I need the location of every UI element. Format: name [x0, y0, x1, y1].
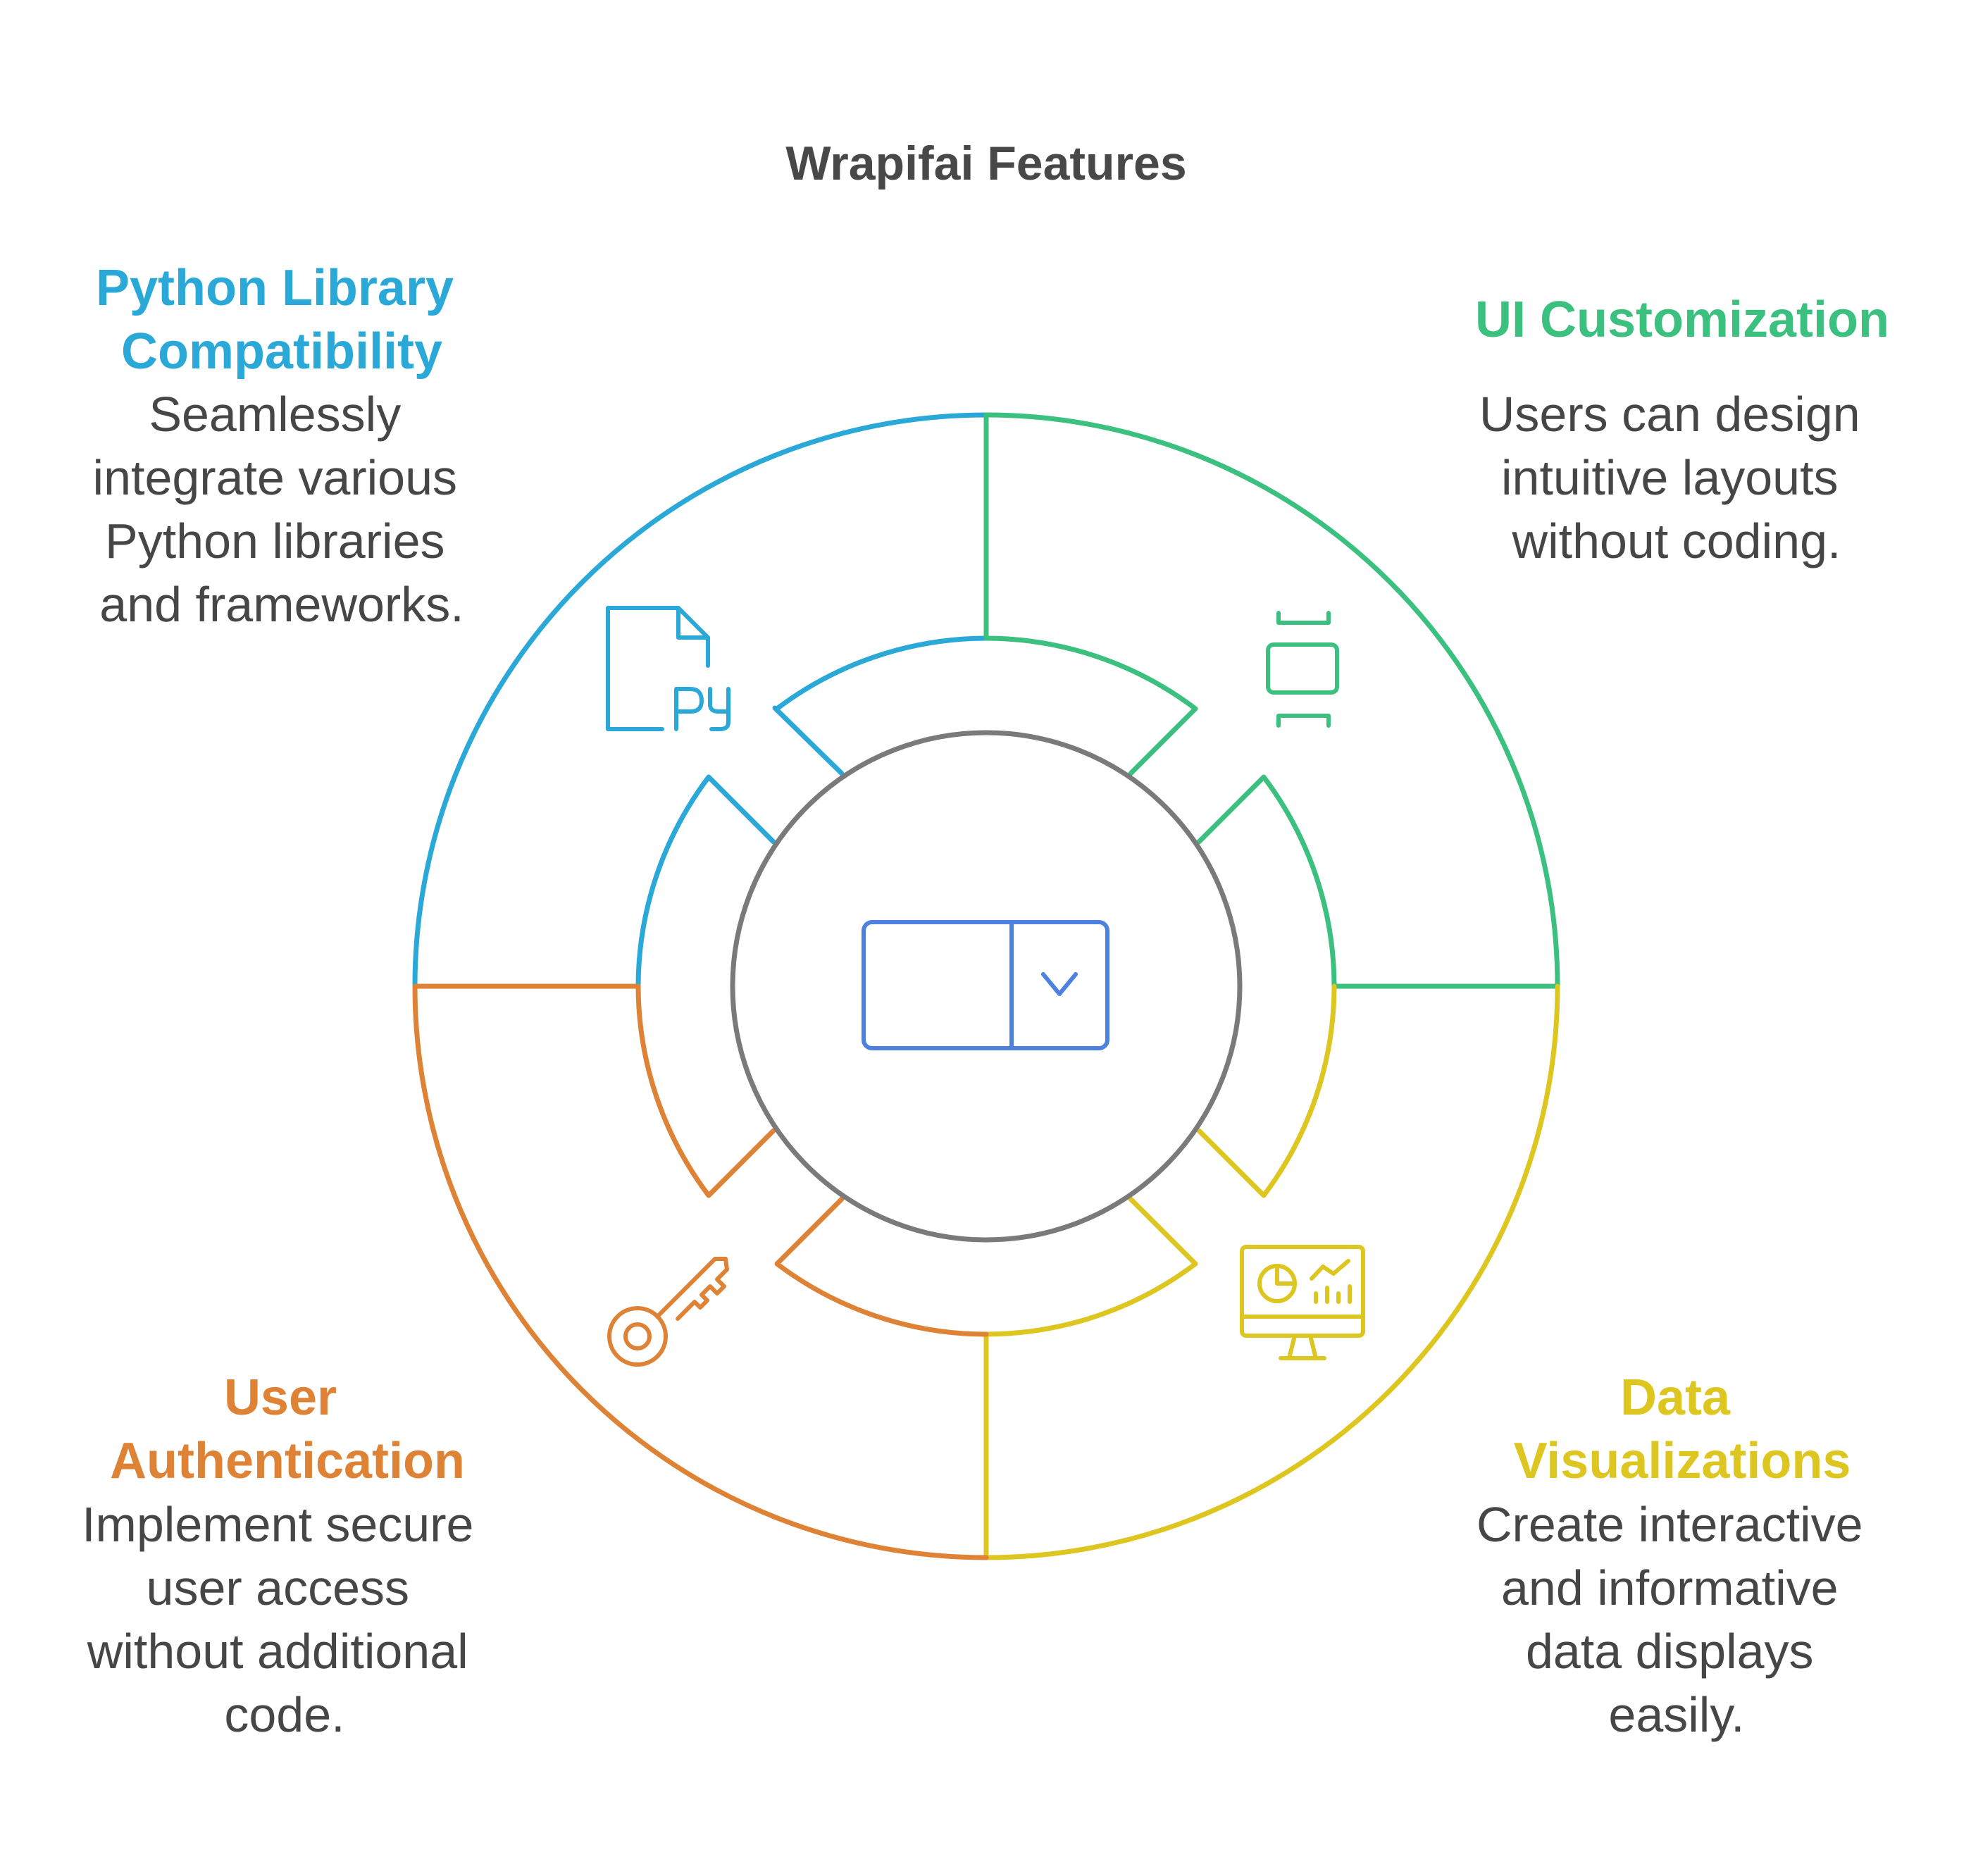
inner-arc-ui-top	[983, 635, 1198, 776]
inner-arc-data-bottom	[983, 1196, 1198, 1337]
feature-ui-heading: UI Customization	[1475, 292, 1889, 348]
body-line: Python libraries	[105, 514, 444, 569]
body-line: code.	[224, 1687, 344, 1742]
segment-python	[412, 412, 989, 989]
inner-arc-data-right	[1196, 983, 1337, 1198]
heading-line: Data	[1620, 1369, 1731, 1426]
feature-ui-description: Users can design intuitive layouts witho…	[1479, 387, 1874, 569]
body-line: data displays	[1526, 1624, 1814, 1679]
feature-ui: UI Customization Users can design intuit…	[1475, 292, 1889, 569]
heading-line: User	[224, 1369, 337, 1426]
feature-auth-heading: User Authentication	[110, 1369, 465, 1489]
feature-python-heading: Python Library Compatibility	[96, 260, 468, 380]
heading-line: Visualizations	[1514, 1433, 1851, 1489]
inner-arc-python-top	[774, 635, 989, 712]
heading-line: Authentication	[110, 1433, 465, 1489]
center-circle	[730, 730, 1243, 1243]
feature-data: Data Visualizations Create interactive a…	[1476, 1369, 1877, 1742]
body-line: integrate various	[93, 450, 458, 505]
layout-frame-icon	[1266, 611, 1339, 728]
body-line: easily.	[1608, 1687, 1744, 1742]
inner-arc-auth-bottom	[774, 1196, 989, 1337]
segment-auth	[412, 983, 989, 1560]
python-file-icon	[606, 606, 730, 731]
inner-arc-python	[635, 774, 776, 989]
heading-line: UI Customization	[1475, 292, 1889, 348]
feature-auth: User Authentication Implement secure use…	[82, 1369, 487, 1742]
outer-arc-python	[412, 412, 989, 989]
outer-arc-ui	[983, 412, 1560, 989]
feature-python: Python Library Compatibility Seamlessly …	[93, 260, 471, 632]
segment-ui	[983, 412, 1560, 989]
outer-arc-data	[983, 983, 1560, 1560]
body-line: and informative	[1501, 1560, 1839, 1615]
key-icon	[607, 1257, 729, 1367]
body-line: intuitive layouts	[1501, 450, 1839, 505]
inner-arc-ui-right	[1196, 774, 1337, 989]
body-line: Seamlessly	[149, 387, 401, 442]
feature-data-description: Create interactive and informative data …	[1476, 1497, 1877, 1742]
body-line: user access	[147, 1560, 409, 1615]
connector-python-top	[772, 705, 845, 776]
body-line: Users can design	[1479, 387, 1860, 442]
heading-line: Compatibility	[121, 323, 442, 380]
feature-auth-description: Implement secure user access without add…	[82, 1497, 487, 1742]
inner-arc-auth-left	[635, 983, 776, 1198]
heading-line: Python Library	[96, 260, 454, 316]
monitor-chart-icon	[1240, 1245, 1365, 1360]
body-line: without additional	[87, 1624, 468, 1679]
feature-data-heading: Data Visualizations	[1514, 1369, 1851, 1489]
segment-data	[983, 983, 1560, 1560]
body-line: without coding.	[1512, 514, 1841, 569]
dropdown-select-icon	[862, 920, 1109, 1050]
outer-arc-auth	[412, 983, 989, 1560]
body-line: Implement secure	[82, 1497, 473, 1552]
feature-python-description: Seamlessly integrate various Python libr…	[93, 387, 471, 632]
diagram-title: Wrapifai Features	[785, 137, 1186, 190]
body-line: Create interactive	[1476, 1497, 1863, 1552]
body-line: and frameworks.	[99, 577, 464, 632]
